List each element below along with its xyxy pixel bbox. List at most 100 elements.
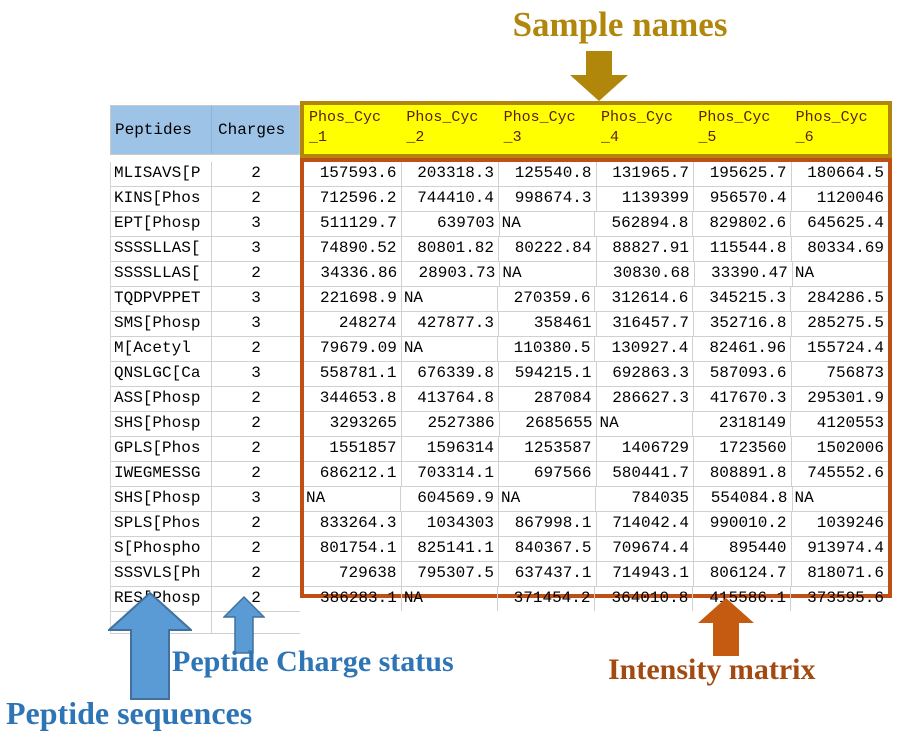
intensity-cell[interactable]: 312614.6 bbox=[595, 287, 694, 311]
intensity-cell[interactable]: 79679.09 bbox=[304, 337, 402, 361]
intensity-cell[interactable]: 998674.3 bbox=[499, 187, 597, 211]
intensity-cell[interactable]: 358461 bbox=[499, 312, 597, 336]
intensity-cell[interactable]: 692863.3 bbox=[597, 362, 694, 386]
intensity-cell[interactable]: NA bbox=[304, 487, 401, 511]
intensity-cell[interactable]: 580441.7 bbox=[597, 462, 694, 486]
intensity-cell[interactable]: NA bbox=[402, 587, 498, 611]
intensity-cell[interactable]: 709674.4 bbox=[597, 537, 694, 561]
intensity-cell[interactable]: 562894.8 bbox=[595, 212, 694, 236]
intensity-cell[interactable]: 427877.3 bbox=[402, 312, 499, 336]
intensity-cell[interactable]: 703314.1 bbox=[402, 462, 499, 486]
intensity-cell[interactable]: 806124.7 bbox=[694, 562, 792, 586]
intensity-cell[interactable]: 270359.6 bbox=[498, 287, 596, 311]
charge-cell[interactable]: 2 bbox=[251, 339, 261, 357]
intensity-cell[interactable]: 956570.4 bbox=[694, 187, 792, 211]
peptide-cell[interactable]: SSSSLLAS[ bbox=[111, 262, 212, 286]
intensity-cell[interactable]: 74890.52 bbox=[304, 237, 402, 261]
peptide-cell[interactable]: SHS[Phosp bbox=[111, 487, 212, 511]
intensity-cell[interactable]: 82461.96 bbox=[693, 337, 792, 361]
intensity-cell[interactable]: 3293265 bbox=[304, 412, 402, 436]
intensity-cell[interactable]: 1139399 bbox=[597, 187, 694, 211]
charge-cell[interactable]: 2 bbox=[251, 439, 261, 457]
intensity-cell[interactable]: NA bbox=[500, 212, 596, 236]
intensity-cell[interactable]: 352716.8 bbox=[694, 312, 792, 336]
peptides-column-header[interactable]: Peptides bbox=[111, 106, 212, 154]
intensity-cell[interactable]: 637437.1 bbox=[499, 562, 597, 586]
intensity-cell[interactable]: 155724.4 bbox=[807, 339, 884, 357]
intensity-cell[interactable]: 30830.68 bbox=[597, 262, 695, 286]
sample-column-header[interactable]: Phos_Cyc _2 bbox=[406, 109, 479, 146]
peptide-cell[interactable]: MLISAVS[P bbox=[111, 162, 212, 186]
intensity-cell[interactable]: 286627.3 bbox=[597, 387, 694, 411]
intensity-cell[interactable]: 284286.5 bbox=[807, 289, 884, 307]
intensity-cell[interactable]: 1596314 bbox=[402, 437, 499, 461]
intensity-cell[interactable]: 344653.8 bbox=[304, 387, 402, 411]
intensity-cell[interactable]: 697566 bbox=[499, 462, 597, 486]
intensity-cell[interactable]: 285275.5 bbox=[807, 314, 884, 332]
charge-cell[interactable]: 2 bbox=[251, 389, 261, 407]
charge-cell[interactable]: 3 bbox=[251, 289, 261, 307]
intensity-cell[interactable]: NA bbox=[794, 264, 815, 282]
intensity-cell[interactable]: 829802.6 bbox=[693, 212, 792, 236]
charge-cell[interactable]: 2 bbox=[251, 414, 261, 432]
charge-cell[interactable]: 2 bbox=[251, 589, 261, 607]
intensity-cell[interactable]: 2527386 bbox=[402, 412, 500, 436]
intensity-cell[interactable]: 417670.3 bbox=[694, 387, 792, 411]
intensity-cell[interactable]: 110380.5 bbox=[498, 337, 596, 361]
peptide-cell[interactable]: S[Phospho bbox=[111, 537, 212, 561]
intensity-cell[interactable]: 34336.86 bbox=[304, 262, 403, 286]
intensity-cell[interactable]: 88827.91 bbox=[597, 237, 694, 261]
intensity-cell[interactable]: 80334.69 bbox=[807, 239, 884, 257]
intensity-cell[interactable]: 373595.6 bbox=[807, 589, 884, 607]
peptide-cell[interactable]: SSSVLS[Ph bbox=[111, 562, 212, 586]
intensity-cell[interactable]: 756873 bbox=[826, 364, 884, 382]
intensity-cell[interactable]: 604569.9 bbox=[401, 487, 499, 511]
intensity-cell[interactable]: 80222.84 bbox=[499, 237, 597, 261]
peptide-cell[interactable]: M[Acetyl bbox=[111, 337, 212, 361]
charge-cell[interactable]: 2 bbox=[251, 189, 261, 207]
intensity-cell[interactable]: NA bbox=[499, 487, 596, 511]
intensity-cell[interactable]: 195625.7 bbox=[694, 162, 792, 186]
intensity-cell[interactable]: 125540.8 bbox=[499, 162, 597, 186]
intensity-cell[interactable]: 825141.1 bbox=[402, 537, 499, 561]
intensity-cell[interactable]: 4120553 bbox=[816, 414, 884, 432]
charge-cell[interactable]: 3 bbox=[251, 214, 261, 232]
intensity-cell[interactable]: 287084 bbox=[499, 387, 597, 411]
intensity-cell[interactable]: 316457.7 bbox=[597, 312, 694, 336]
intensity-cell[interactable]: 386283.1 bbox=[304, 587, 402, 611]
intensity-cell[interactable]: 1034303 bbox=[402, 512, 499, 536]
intensity-cell[interactable]: 745552.6 bbox=[807, 464, 884, 482]
intensity-cell[interactable]: 28903.73 bbox=[402, 262, 501, 286]
intensity-cell[interactable]: 714042.4 bbox=[597, 512, 694, 536]
peptide-cell[interactable]: SPLS[Phos bbox=[111, 512, 212, 536]
intensity-cell[interactable]: 511129.7 bbox=[304, 212, 402, 236]
intensity-cell[interactable]: 686212.1 bbox=[304, 462, 402, 486]
intensity-cell[interactable]: 714943.1 bbox=[597, 562, 694, 586]
peptide-cell[interactable]: SHS[Phosp bbox=[111, 412, 212, 436]
intensity-cell[interactable]: 712596.2 bbox=[304, 187, 402, 211]
peptide-cell[interactable]: EPT[Phosp bbox=[111, 212, 212, 236]
intensity-cell[interactable]: 639703 bbox=[402, 212, 500, 236]
intensity-cell[interactable]: 558781.1 bbox=[304, 362, 402, 386]
intensity-cell[interactable]: 203318.3 bbox=[402, 162, 499, 186]
intensity-cell[interactable]: 554084.8 bbox=[694, 487, 793, 511]
intensity-cell[interactable]: 801754.1 bbox=[304, 537, 402, 561]
charge-cell[interactable]: 2 bbox=[251, 564, 261, 582]
intensity-cell[interactable]: 594215.1 bbox=[499, 362, 597, 386]
intensity-cell[interactable]: 867998.1 bbox=[499, 512, 597, 536]
intensity-cell[interactable]: 1253587 bbox=[499, 437, 597, 461]
peptide-cell[interactable]: ASS[Phosp bbox=[111, 387, 212, 411]
charge-cell[interactable]: 3 bbox=[251, 489, 261, 507]
intensity-cell[interactable]: NA bbox=[597, 412, 694, 436]
intensity-cell[interactable]: 80801.82 bbox=[402, 237, 499, 261]
peptide-cell[interactable]: SSSSLLAS[ bbox=[111, 237, 212, 261]
intensity-cell[interactable]: 180664.5 bbox=[807, 164, 884, 182]
intensity-cell[interactable]: 2685655 bbox=[500, 412, 598, 436]
intensity-cell[interactable]: 371454.2 bbox=[498, 587, 596, 611]
charge-cell[interactable]: 2 bbox=[251, 514, 261, 532]
charge-cell[interactable]: 2 bbox=[251, 464, 261, 482]
charge-cell[interactable]: 2 bbox=[251, 164, 261, 182]
intensity-cell[interactable]: 1551857 bbox=[304, 437, 402, 461]
intensity-cell[interactable]: 130927.4 bbox=[595, 337, 694, 361]
charge-cell[interactable]: 2 bbox=[251, 539, 261, 557]
